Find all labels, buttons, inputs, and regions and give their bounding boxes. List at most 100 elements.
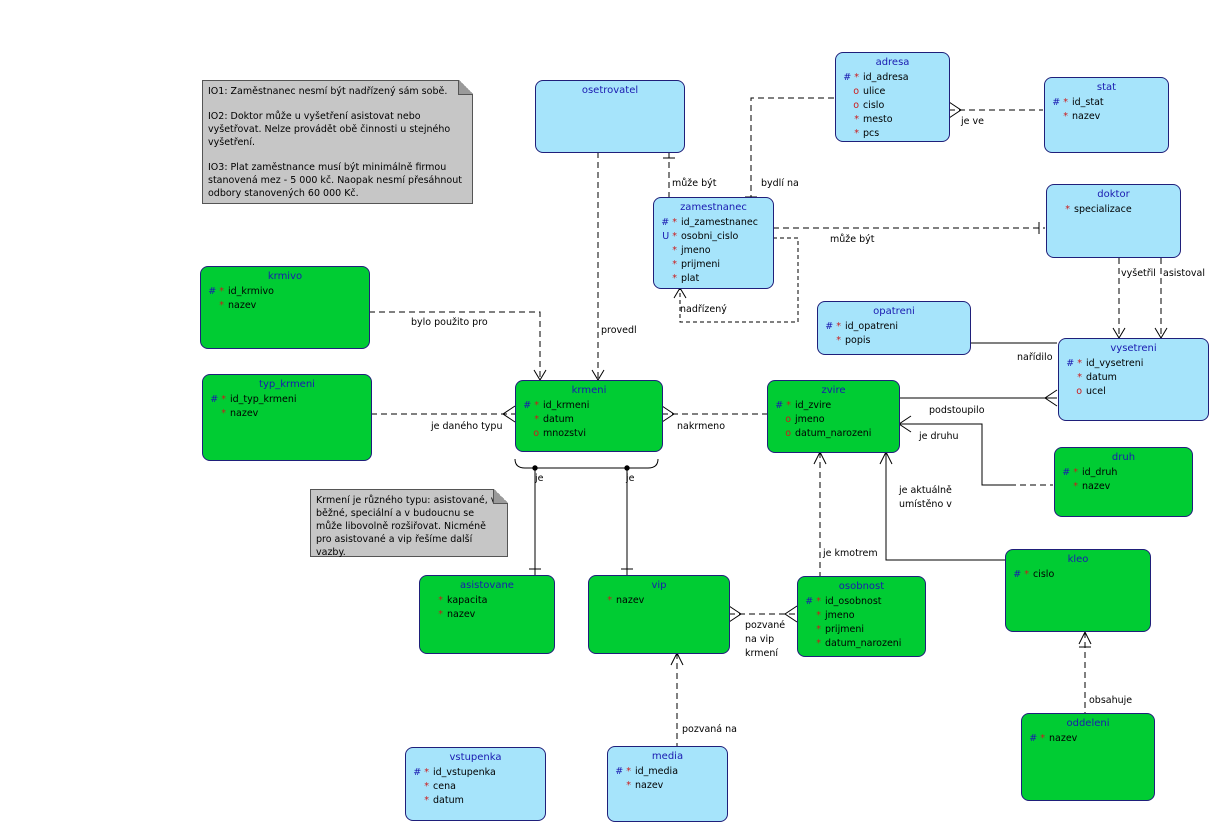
attribute-row: * jmeno (658, 244, 773, 258)
attribute-list: # *id_media *nazev (608, 765, 727, 793)
rel-label-asistoval: asistoval (1163, 268, 1205, 279)
entity-title: krmeni (571, 385, 607, 396)
note-io2: IO2: Doktor může u vyšetření asistovat n… (208, 111, 451, 148)
attribute-row: o mnozstvi (520, 427, 662, 441)
attribute-row: *mesto (840, 113, 949, 127)
attribute-marker: # * (523, 400, 539, 411)
attribute-name: mnozstvi (543, 428, 587, 439)
rel-label-muze-byt-2: může být (830, 234, 875, 245)
rel-label-umisteno-1: je aktuálně (899, 485, 952, 496)
attribute-name: jmeno (681, 245, 711, 256)
attribute-name: plat (681, 273, 700, 284)
entity-druh[interactable]: druh# *id_druh *nazev (1054, 447, 1193, 517)
entity-stat[interactable]: stat# *id_stat *nazev (1044, 77, 1169, 153)
attribute-name: id_typ_krmeni (230, 394, 297, 405)
attribute-marker: * (607, 595, 612, 606)
attribute-marker: * (438, 609, 443, 620)
attribute-row: # *id_adresa (840, 71, 949, 85)
attribute-marker: o (785, 428, 791, 439)
attribute-name: nazev (228, 300, 257, 311)
entity-oddeleni[interactable]: oddeleni # *nazev (1021, 713, 1155, 801)
entity-doktor[interactable]: doktor *specializace (1046, 184, 1181, 258)
attribute-row: * nazev (207, 407, 371, 421)
attribute-name: cena (433, 781, 456, 792)
attribute-name: nazev (230, 408, 259, 419)
attribute-name: kapacita (447, 595, 488, 606)
attribute-row: # *id_media (612, 765, 727, 779)
attribute-marker: * (438, 595, 443, 606)
rel-label-je-daneho-typu: je daného typu (431, 421, 503, 432)
rel-label-podstoupilo: podstoupilo (929, 405, 985, 416)
entity-osobnost[interactable]: osobnost# *id_osobnost *jmeno *prijmeni … (797, 576, 926, 657)
attribute-marker: * (626, 780, 631, 791)
attribute-marker: * (672, 245, 677, 256)
attribute-row: *jmeno (802, 609, 925, 623)
entity-vstupenka[interactable]: vstupenka# *id_vstupenka *cena *datum (405, 747, 546, 821)
attribute-name: jmeno (825, 610, 855, 621)
attribute-row: U *osobni_cislo (658, 230, 773, 244)
attribute-marker: * (672, 259, 677, 270)
attribute-row: * nazev (205, 299, 369, 313)
attribute-marker: o (853, 100, 859, 111)
attribute-name: id_zamestnanec (681, 217, 758, 228)
attribute-marker: * (854, 128, 859, 139)
entity-typ-krmeni[interactable]: typ_krmeni # * id_typ_krmeni * nazev (202, 374, 372, 461)
entity-vip[interactable]: vip *nazev (588, 575, 730, 654)
attribute-marker: * (219, 300, 224, 311)
note-fold (458, 80, 473, 95)
rel-label-naridilo: nařídilo (1017, 352, 1053, 363)
note-krmeni-types: Krmení je různého typu: asistované, vi b… (310, 489, 508, 558)
attribute-row: # *id_osobnost (802, 595, 925, 609)
attribute-row: *plat (658, 272, 773, 286)
attribute-marker: * (424, 781, 429, 792)
attribute-row: # *nazev (1026, 732, 1154, 746)
attribute-list: *specializace (1047, 203, 1180, 217)
attribute-marker: * (854, 114, 859, 125)
entity-title: typ_krmeni (259, 379, 315, 390)
entity-asistovane[interactable]: asistovane *kapacita *nazev (419, 575, 555, 654)
attribute-marker: o (853, 86, 859, 97)
entity-title: opatreni (873, 306, 915, 317)
entity-media[interactable]: media # *id_media *nazev (607, 746, 728, 822)
attribute-marker: # * (615, 766, 631, 777)
attribute-marker: # * (1029, 733, 1045, 744)
note-integrity-constraints: IO1: Zaměstnanec nesmí být nadřízený sám… (202, 80, 473, 204)
attribute-name: cislo (1033, 569, 1055, 580)
attribute-marker: # * (1066, 358, 1082, 369)
attribute-name: pcs (863, 128, 880, 139)
attribute-row: * cena (410, 780, 545, 794)
attribute-name: jmeno (795, 414, 825, 425)
attribute-name: datum (433, 795, 464, 806)
entity-osetrovatel[interactable]: osetrovatel (535, 80, 685, 153)
entity-title: druh (1111, 452, 1136, 463)
attribute-list: # * cislo (1006, 568, 1150, 582)
rel-label-bylo-pouzito: bylo použito pro (411, 317, 488, 328)
attribute-marker: # * (210, 394, 226, 405)
entity-title: oddeleni (1066, 718, 1110, 729)
attribute-name: specializace (1074, 204, 1132, 215)
entity-title: krmivo (267, 271, 303, 282)
entity-opatreni[interactable]: opatreni# *id_opatreni *popis (817, 301, 971, 355)
attribute-name: datum (543, 414, 574, 425)
attribute-row: *nazev (593, 594, 729, 608)
entity-krmivo[interactable]: krmivo# *id_krmivo *nazev (200, 266, 370, 349)
attribute-marker: o (533, 428, 539, 439)
rel-label-je-druhu: je druhu (919, 431, 959, 442)
entity-kleo[interactable]: kleo# *cislo (1005, 549, 1151, 632)
attribute-marker: # * (1013, 569, 1029, 580)
attribute-name: id_osobnost (825, 596, 882, 607)
attribute-row: *datum (520, 413, 662, 427)
attribute-row: *popis (822, 334, 970, 348)
entity-title: media (651, 751, 684, 762)
attribute-marker: * (221, 408, 226, 419)
